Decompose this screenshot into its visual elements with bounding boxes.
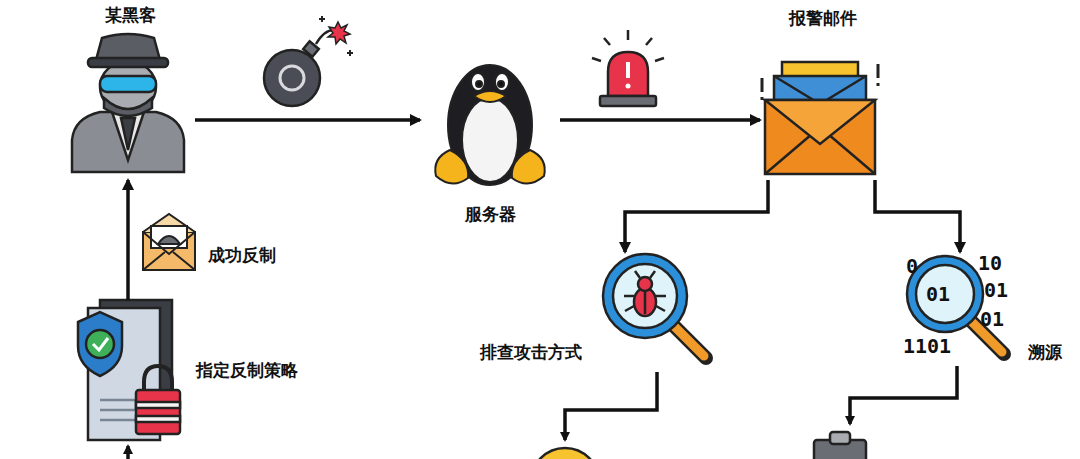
- policy-node: 指定反制策略: [70, 300, 342, 445]
- binary-digits: 01: [980, 309, 1004, 329]
- node-label: 服务器: [465, 204, 516, 224]
- arrow-connector: [195, 118, 420, 122]
- email-stack-icon: [762, 62, 878, 174]
- node-label: 某黑客: [105, 5, 156, 25]
- server-node: 服务器: [420, 40, 560, 232]
- success-mail-icon: [143, 214, 195, 270]
- hacker-icon: [72, 34, 184, 172]
- binary-digits: 01: [984, 280, 1008, 300]
- bug-magnifier-icon: [603, 254, 706, 358]
- arrow-connector: [625, 180, 768, 252]
- alarm-light-icon: [592, 30, 664, 106]
- node-label: 排查攻击方式: [480, 342, 582, 362]
- binary-digits: 01: [926, 284, 950, 304]
- node-label: 溯源: [1028, 342, 1062, 362]
- binary-digits: 1101: [903, 336, 951, 356]
- penguin-icon: [435, 65, 544, 185]
- alert-mail-node: 报警邮件: [760, 6, 885, 180]
- investigate-node: 排查攻击方式: [475, 252, 715, 374]
- binary-digits: 10: [978, 253, 1002, 273]
- bomb-icon: [264, 16, 353, 106]
- arrow-connector: [875, 180, 960, 252]
- partial-bottom-icons: [531, 432, 866, 459]
- edge-label: 成功反制: [206, 244, 278, 267]
- arrow-connector: [126, 180, 130, 300]
- arrow-connector: [560, 118, 760, 122]
- node-label: 报警邮件: [789, 8, 857, 28]
- policy-document-icon: [78, 300, 180, 440]
- node-label: 指定反制策略: [196, 360, 298, 380]
- binary-digits: 0: [906, 256, 918, 276]
- hacker-node: 某黑客: [65, 5, 195, 180]
